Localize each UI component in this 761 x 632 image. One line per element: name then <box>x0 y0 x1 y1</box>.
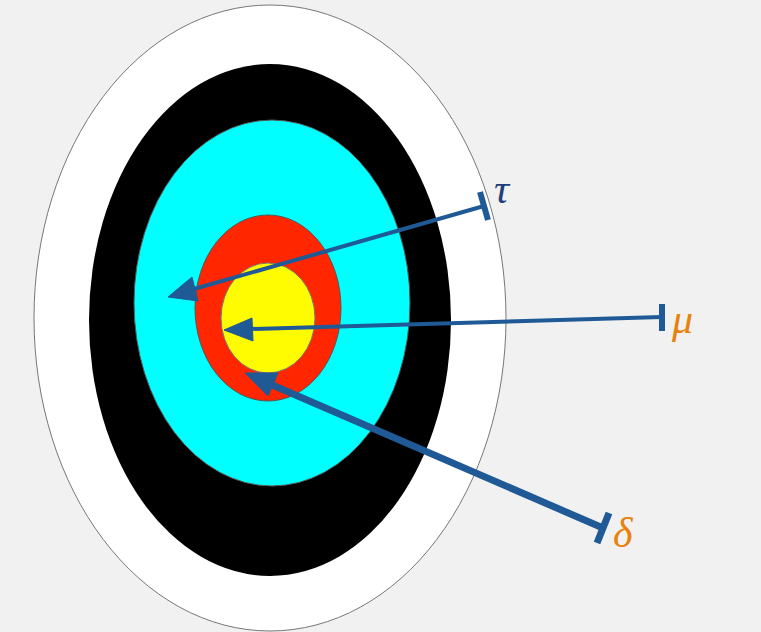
arrow-delta <box>245 373 609 543</box>
target-white-ring <box>34 5 506 631</box>
arrow-label-mu: μ <box>672 298 693 340</box>
target-yellow-center <box>221 263 315 373</box>
target-red-ring <box>195 215 341 401</box>
target-black-ring <box>89 64 451 576</box>
arrow-label-tau: τ <box>494 168 509 210</box>
arrow-tau <box>168 192 488 301</box>
arrow-label-delta: δ <box>613 512 633 554</box>
arrow-mu <box>224 304 662 341</box>
target-cyan-ring <box>134 120 410 486</box>
